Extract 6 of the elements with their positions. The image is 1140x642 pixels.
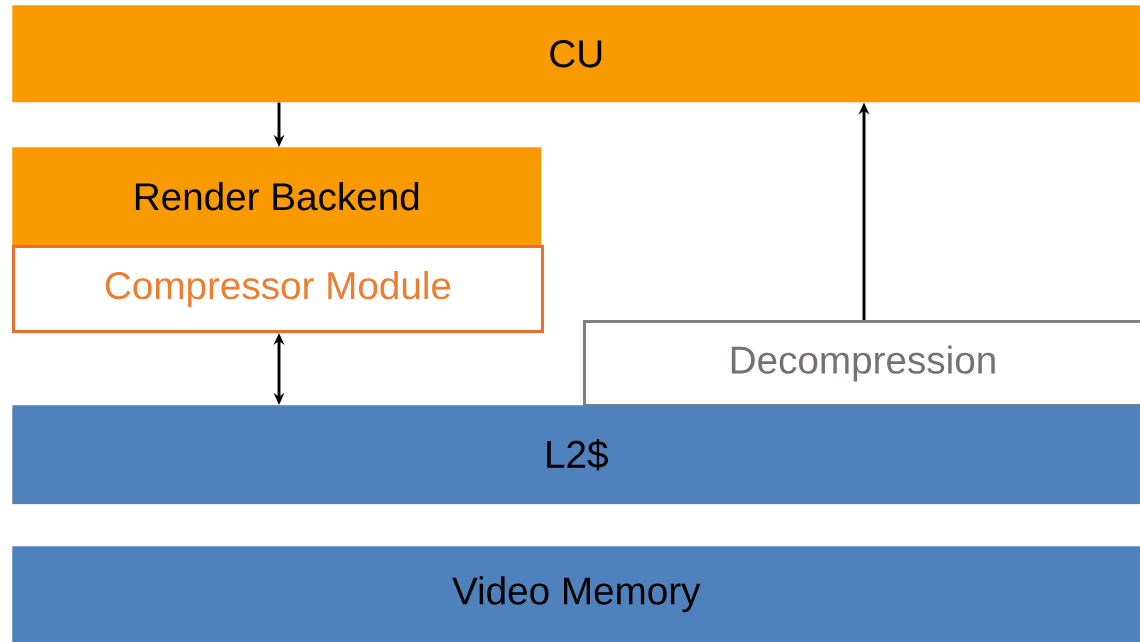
- cache-bar: L2$: [12, 405, 1140, 505]
- memory-bar: Video Memory: [12, 546, 1140, 642]
- unit-bar: CU: [12, 5, 1140, 103]
- process-box: Render Backend: [12, 147, 542, 246]
- module-box: Decompression: [583, 320, 1140, 407]
- module-box: Compressor Module: [12, 245, 544, 333]
